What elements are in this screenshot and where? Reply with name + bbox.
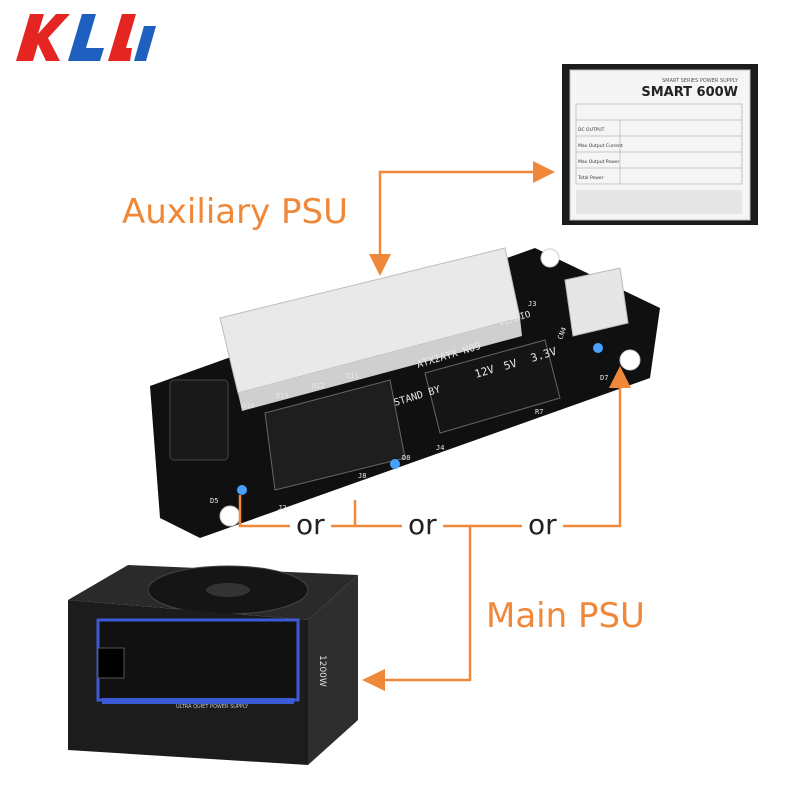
blue-led (593, 343, 603, 353)
silkscreen-12v: 12V (473, 363, 496, 381)
ref-cn4: CN4 (556, 326, 568, 341)
ref-d5: D5 (210, 497, 218, 505)
mounting-hole (540, 248, 560, 268)
ref-r7: R7 (535, 408, 543, 416)
arrow-to-aux-psu (533, 161, 555, 183)
ref-d11: D11 (346, 372, 359, 380)
ref-j3: J3 (528, 300, 536, 308)
ref-j2: J2 (278, 504, 286, 512)
ref-d13: D13 (276, 392, 289, 400)
brand-logo (16, 14, 156, 61)
6-pin-connector (169, 379, 229, 461)
ref-j4: J4 (436, 444, 444, 452)
aux-psu-row-2: Max Output Current (578, 143, 623, 149)
main-psu-image: ULTRA QUIET POWER SUPPLY 1200W (68, 565, 358, 765)
ref-d12: D12 (312, 382, 325, 390)
mounting-hole (619, 349, 641, 371)
silkscreen-5v: 5V (502, 356, 519, 372)
or-label-2: or (402, 508, 443, 541)
auxiliary-psu-image: SMART SERIES POWER SUPPLY SMART 600W DC … (562, 64, 758, 225)
main-psu-label: ULTRA QUIET POWER SUPPLY (176, 704, 249, 710)
main-psu-wattage: 1200W (317, 655, 327, 687)
ref-d8: D8 (402, 454, 410, 462)
or-label-3: or (522, 508, 563, 541)
adapter-board-image: STAND BY 12V 5V 3.3V ATX2ATX-N09 VERDIO … (150, 247, 660, 538)
aux-psu-row-3: Max Output Power (578, 159, 620, 165)
ref-d10: D10 (242, 402, 255, 410)
mounting-hole (219, 505, 241, 527)
aux-psu-model: SMART 600W (641, 85, 738, 100)
ref-d7: D7 (600, 374, 608, 382)
main-psu-label-text: Main PSU (486, 596, 645, 636)
blue-led (390, 459, 400, 469)
or-label-1: or (290, 508, 331, 541)
aux-psu-row-1: DC OUTPUT (578, 127, 605, 133)
aux-psu-series: SMART SERIES POWER SUPPLY (662, 78, 739, 84)
4-pin-header (564, 267, 629, 337)
auxiliary-psu-label: Auxiliary PSU (122, 192, 348, 232)
blue-led (237, 485, 247, 495)
arrow-to-main-psu (362, 669, 385, 691)
aux-psu-row-4: Total Power (577, 175, 604, 181)
ref-j8: J8 (358, 472, 366, 480)
